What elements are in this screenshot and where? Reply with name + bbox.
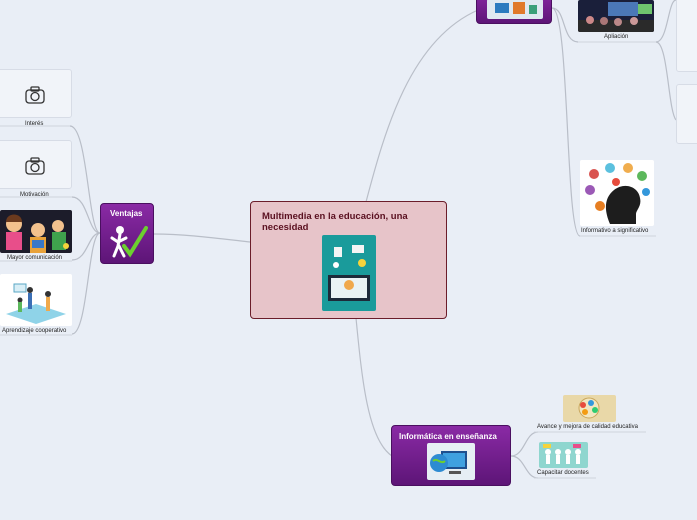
thinking-head-icon [585, 163, 650, 224]
ventajas-title: Ventajas [110, 209, 143, 218]
apliacion-image [578, 0, 654, 32]
aprendizaje-label: Aprendizaje cooperativo [2, 328, 67, 334]
link-ventajas-aprendizaje [71, 232, 101, 335]
interes-card[interactable] [0, 69, 72, 118]
collaboration-icon [6, 283, 66, 324]
link-apliacion-right [655, 0, 677, 43]
link-central-top [365, 9, 479, 203]
central-topic-node[interactable]: Multimedia en la educación, una necesida… [250, 201, 447, 319]
informatica-image [427, 443, 475, 480]
tablet-multimedia-icon [328, 245, 370, 301]
link-apliacion-right2 [655, 41, 677, 121]
central-topic-title: Multimedia en la educación, una necesida… [262, 211, 408, 233]
informativo-label: Informativo a significativo [581, 228, 649, 234]
gears-quality-icon [578, 397, 600, 419]
link-ventajas-motivacion [71, 196, 101, 234]
capacitar-label: Capacitar docentes [537, 470, 589, 476]
partial-card-top-right[interactable] [676, 0, 697, 72]
camera-icon [25, 86, 45, 104]
interes-label: Interés [25, 121, 44, 127]
informativo-image [580, 160, 654, 226]
central-topic-image [322, 235, 376, 311]
teachers-icon [543, 444, 581, 464]
ventajas-node[interactable]: Ventajas [100, 203, 154, 264]
top-branch-thumbnail [487, 0, 543, 19]
informatica-node[interactable]: Informática en enseñanza [391, 425, 511, 486]
comunicacion-label: Mayor comunicación [7, 255, 63, 261]
motivacion-card[interactable] [0, 140, 72, 189]
partial-card-mid-right[interactable] [676, 84, 697, 144]
link-info-capacitar [510, 455, 539, 479]
camera-icon [25, 157, 45, 175]
motivacion-label: Motivación [20, 192, 49, 198]
aprendizaje-image [0, 274, 72, 326]
link-ventajas-interes [69, 125, 101, 234]
students-icon [6, 214, 69, 253]
link-top-informativo [551, 7, 581, 237]
avance-image [563, 395, 616, 422]
apliacion-label: Apliación [604, 34, 629, 40]
top-branch-node[interactable] [476, 0, 552, 24]
classroom-icon [578, 2, 654, 32]
link-central-ventajas [153, 233, 251, 243]
avance-label: Avance y mejora de calidad educativa [537, 424, 638, 430]
devices-icon [495, 2, 537, 14]
comunicacion-image [0, 210, 72, 253]
computer-globe-icon [430, 451, 467, 474]
capacitar-image [539, 442, 588, 468]
link-info-avance [510, 431, 539, 457]
checkmark-figure-icon [110, 226, 148, 258]
informatica-title: Informática en enseñanza [399, 432, 497, 441]
link-top-apliacion [551, 7, 579, 43]
link-central-informatica [355, 317, 393, 457]
link-ventajas-comunicacion [71, 232, 101, 261]
